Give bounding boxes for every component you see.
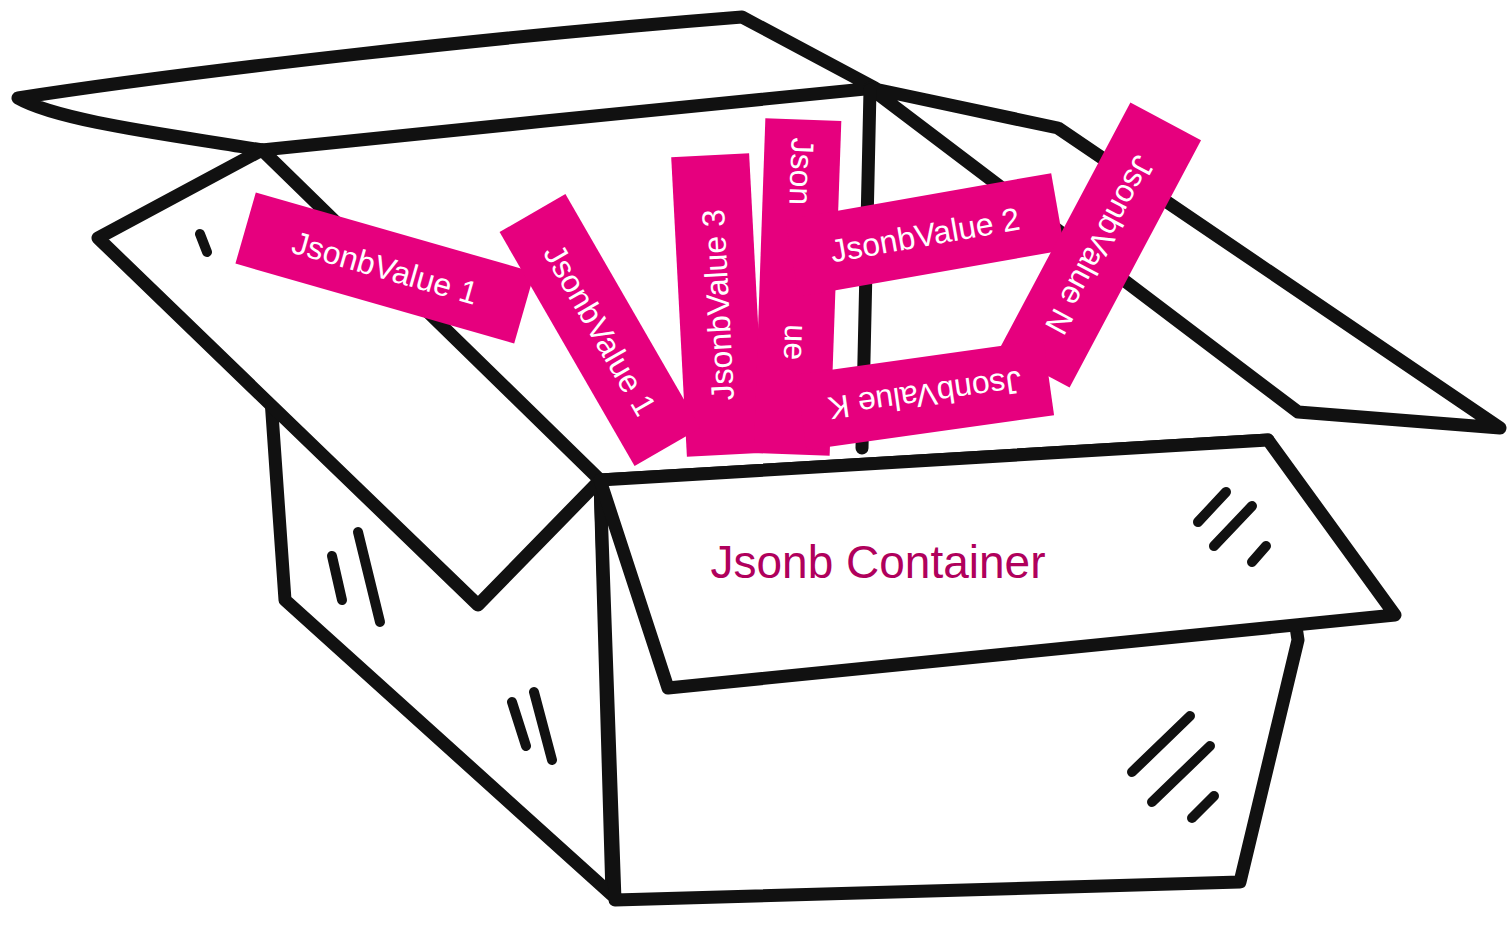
tag-text: Json xyxy=(784,137,818,206)
tag-text: JsonbValue 3 xyxy=(697,209,739,402)
value-tag: JsonbValue K xyxy=(796,340,1054,450)
tag-text: JsonbValue N xyxy=(1040,151,1161,340)
tag-text: JsonbValue 1 xyxy=(538,239,661,421)
tag-text: ue xyxy=(778,324,811,361)
container-label: Jsonb Container xyxy=(711,537,1046,588)
value-tag: JsonbValue 1 xyxy=(235,192,534,343)
tag-text: JsonbValue 1 xyxy=(289,226,482,310)
value-tag: JsonbValue 1 xyxy=(500,194,701,466)
tag-text: JsonbValue K xyxy=(826,366,1024,425)
tag-text: JsonbValue 2 xyxy=(828,203,1022,268)
